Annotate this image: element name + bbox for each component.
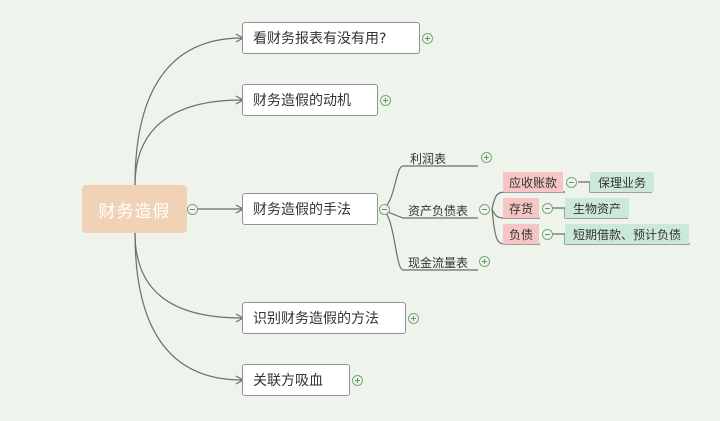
collapse-toggle-icon[interactable] [379, 204, 390, 215]
expand-toggle-icon[interactable] [380, 95, 391, 106]
connector-root-b0 [134, 37, 243, 186]
collapse-toggle-icon[interactable] [542, 229, 553, 240]
detail-label: 短期借款、预计负债 [573, 227, 682, 242]
balance-item-label: 应收账款 [509, 175, 558, 190]
balance-item-1[interactable]: 存货 [503, 198, 540, 218]
detail-node-0[interactable]: 保理业务 [590, 172, 655, 192]
collapse-toggle-icon[interactable] [542, 203, 553, 214]
branch-node-0[interactable]: 看财务报表有没有用? [242, 22, 420, 54]
expand-toggle-icon[interactable] [422, 33, 433, 44]
collapse-toggle-icon[interactable] [187, 204, 198, 215]
root-node[interactable]: 财务造假 [82, 185, 187, 233]
branch-label: 看财务报表有没有用? [253, 31, 387, 47]
expand-toggle-icon[interactable] [481, 152, 492, 163]
method-node-2[interactable]: 现金流量表 [408, 254, 468, 271]
expand-toggle-icon[interactable] [479, 256, 490, 267]
branch-node-1[interactable]: 财务造假的动机 [242, 84, 378, 116]
balance-item-label: 负债 [509, 227, 534, 242]
detail-node-2[interactable]: 短期借款、预计负债 [565, 224, 690, 244]
connector-root-b4 [134, 232, 243, 381]
expand-toggle-icon[interactable] [408, 313, 419, 324]
branch-node-3[interactable]: 识别财务造假的方法 [242, 302, 406, 334]
method-label: 利润表 [410, 152, 447, 166]
balance-item-label: 存货 [509, 201, 534, 216]
method-label: 现金流量表 [408, 256, 469, 270]
branch-node-2[interactable]: 财务造假的手法 [242, 193, 378, 225]
detail-label: 保理业务 [598, 175, 647, 190]
connector-m1-i0 [491, 191, 565, 210]
method-node-0[interactable]: 利润表 [410, 150, 446, 167]
collapse-toggle-icon[interactable] [479, 204, 490, 215]
balance-item-0[interactable]: 应收账款 [503, 172, 564, 192]
method-label: 资产负债表 [408, 204, 469, 218]
branch-node-4[interactable]: 关联方吸血 [242, 364, 350, 396]
branch-label: 识别财务造假的方法 [253, 311, 379, 327]
expand-toggle-icon[interactable] [352, 375, 363, 386]
collapse-toggle-icon[interactable] [566, 177, 577, 188]
detail-node-1[interactable]: 生物资产 [565, 198, 630, 218]
method-node-1[interactable]: 资产负债表 [408, 202, 468, 219]
branch-label: 财务造假的动机 [253, 93, 351, 109]
balance-item-2[interactable]: 负债 [503, 224, 540, 244]
connector-root-b1 [134, 99, 243, 186]
root-label: 财务造假 [98, 201, 171, 222]
connector-m1-i1 [491, 208, 540, 219]
branch-label: 财务造假的手法 [253, 202, 351, 218]
connector-root-b3 [134, 232, 243, 319]
branch-label: 关联方吸血 [253, 373, 323, 389]
detail-label: 生物资产 [573, 201, 622, 216]
